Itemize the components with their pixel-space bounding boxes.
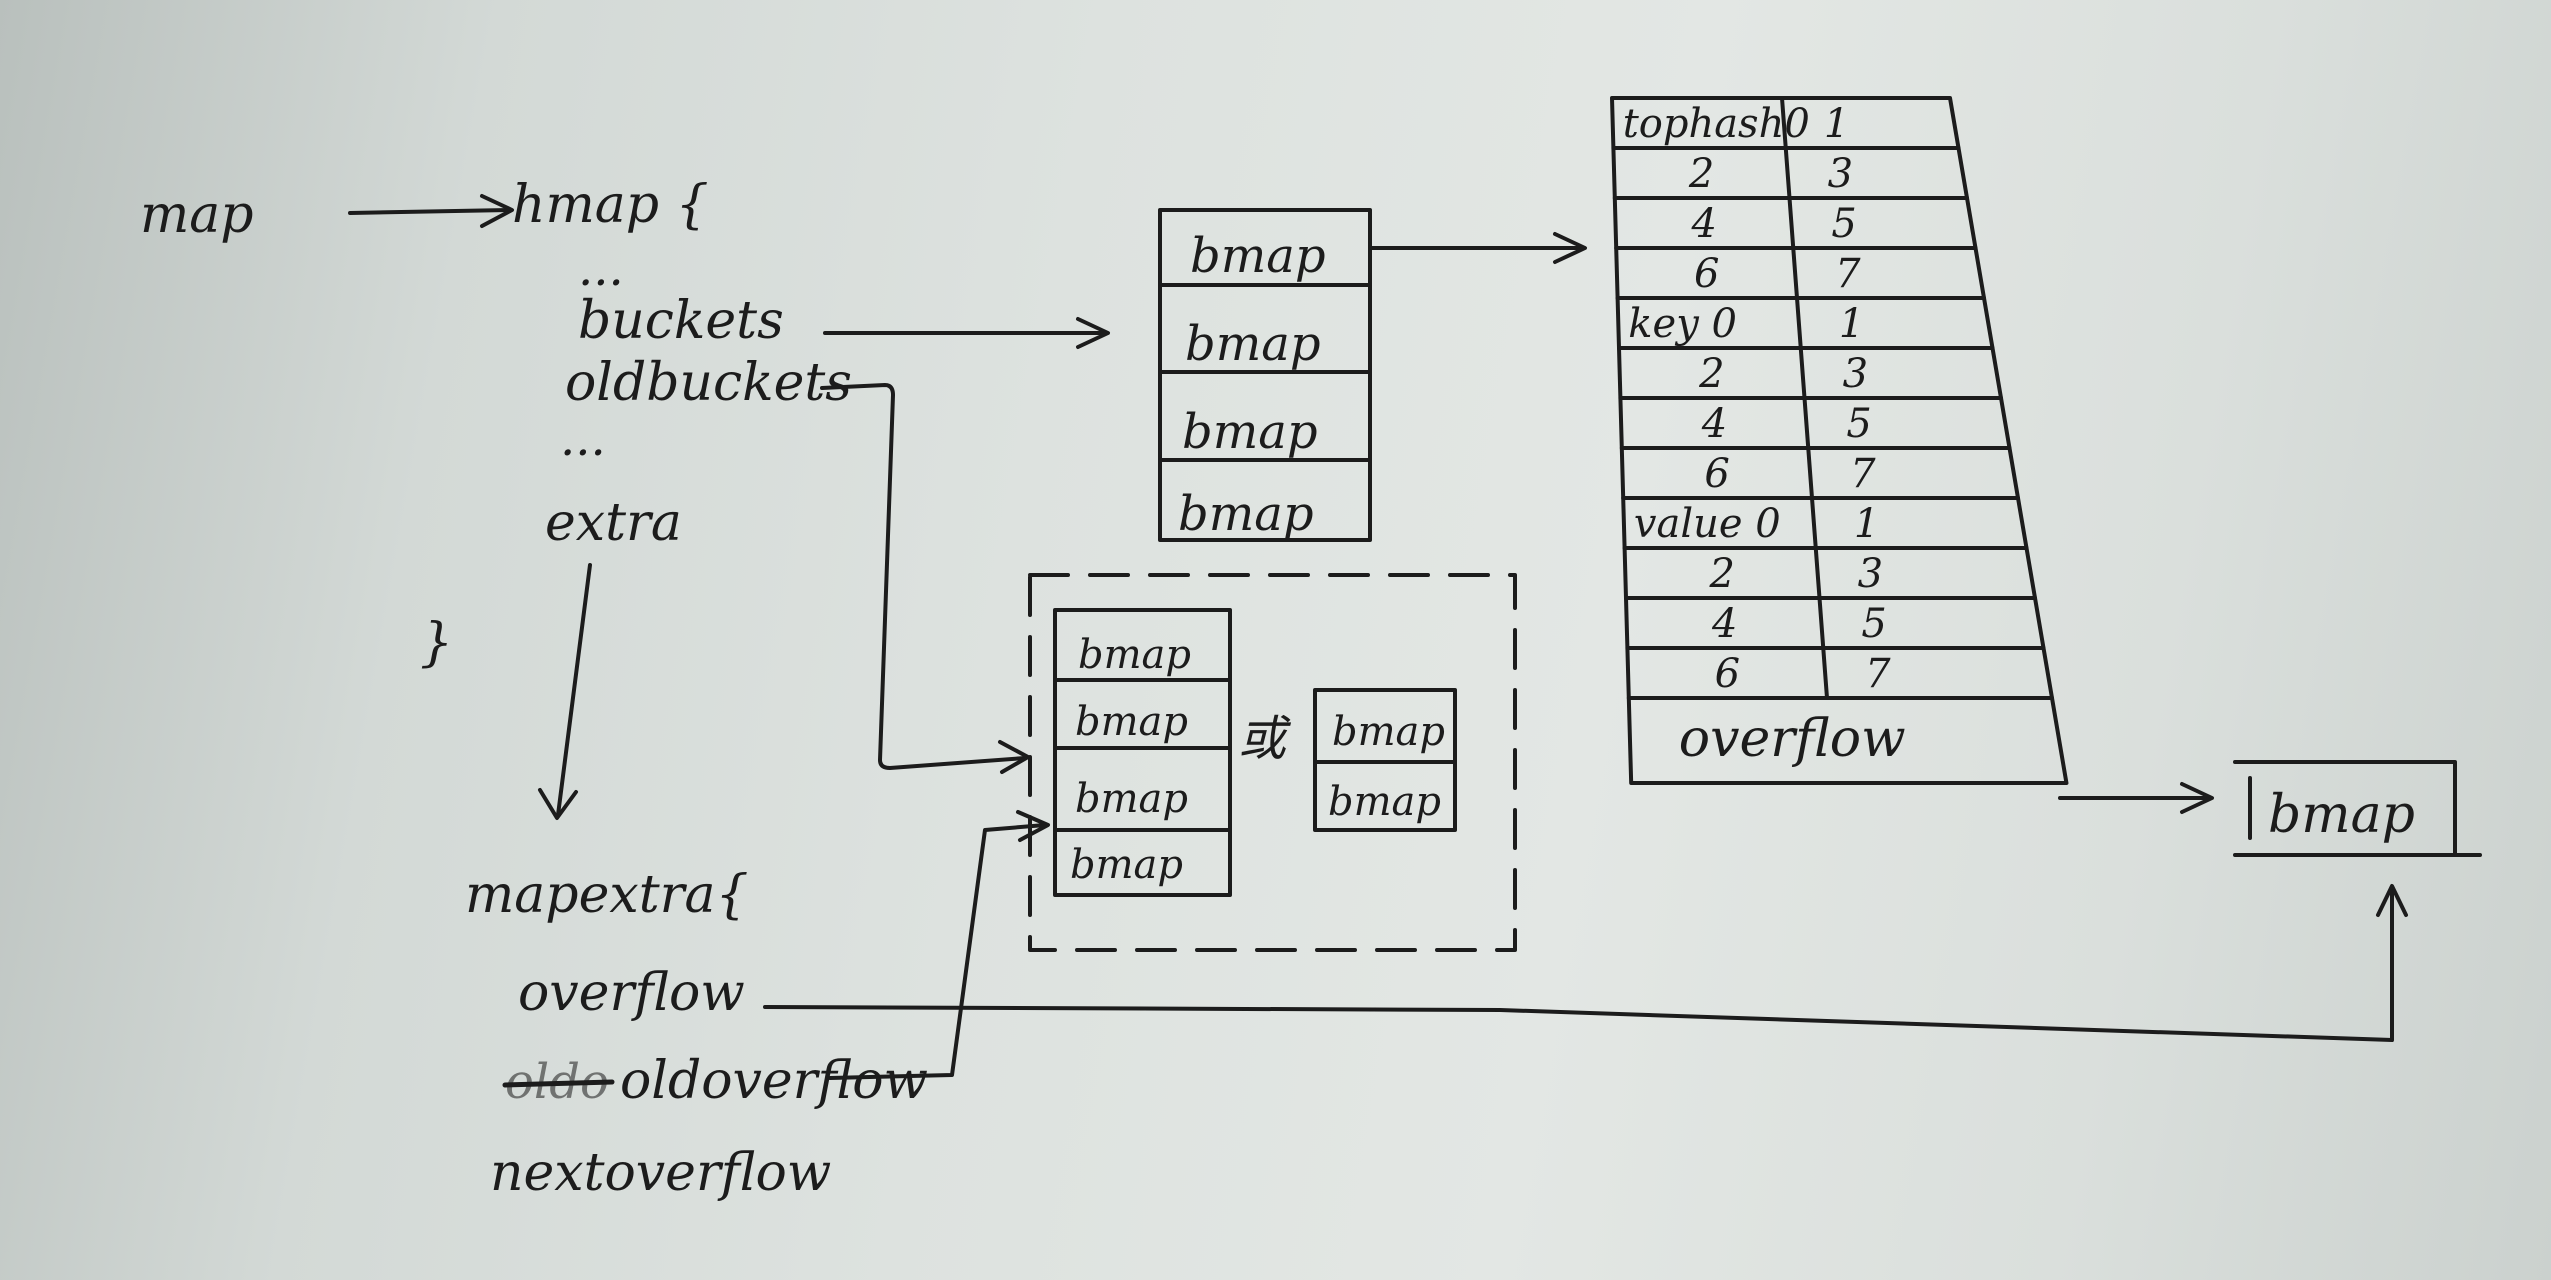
old-bmap-2: bmap — [1075, 699, 1188, 745]
detail-cell-2-right: 5 — [1831, 201, 1856, 247]
detail-cell-3-right: 7 — [1835, 251, 1861, 297]
hmap-ellipsis-top: ... — [578, 241, 624, 297]
detail-cell-9-right: 3 — [1858, 551, 1883, 597]
overflow-target-label: bmap — [2268, 785, 2415, 845]
alt-bmap-1: bmap — [1332, 709, 1445, 755]
detail-cell-5-right: 3 — [1843, 351, 1868, 397]
oldoverflow-arrow — [828, 810, 1050, 1080]
detail-cell-1-right: 3 — [1828, 151, 1853, 197]
extra-arrow — [538, 563, 592, 820]
map-label: map — [140, 185, 254, 245]
detail-cell-10-left: 4 — [1711, 601, 1737, 647]
detail-cell-11-left: 6 — [1715, 651, 1740, 697]
detail-overflow-footer: overflow — [1679, 709, 1906, 769]
detail-cell-7-right: 7 — [1850, 451, 1876, 497]
overflow-to-bmap-long-arrow — [763, 884, 2408, 1042]
struck-text: oldo — [502, 1054, 615, 1110]
buckets-array: bmap bmap bmap bmap — [1158, 208, 1372, 542]
bucket-bmap-1: bmap — [1190, 228, 1326, 284]
detail-cell-2-left: 4 — [1690, 201, 1716, 247]
field-extra: extra — [545, 493, 682, 553]
field-ellipsis: ... — [560, 411, 606, 467]
detail-cell-8-right: 1 — [1854, 501, 1879, 547]
detail-cell-4-right: 1 — [1839, 301, 1864, 347]
detail-cell-1-left: 2 — [1688, 151, 1714, 197]
detail-cell-0-right: 1 — [1824, 101, 1849, 147]
detail-cell-7-left: 6 — [1704, 451, 1729, 497]
detail-cell-3-left: 6 — [1694, 251, 1719, 297]
map-to-hmap-arrow — [348, 194, 514, 228]
oldbuckets-arrow — [820, 383, 1030, 774]
old-bmap-3: bmap — [1075, 776, 1188, 822]
alt-bmap-2: bmap — [1328, 779, 1441, 825]
mapextra-header: mapextra{ — [465, 865, 749, 925]
field-oldbuckets: oldbuckets — [565, 353, 852, 413]
buckets-arrow — [823, 317, 1110, 349]
old-bmap-1: bmap — [1078, 632, 1191, 678]
mapextra-oldoverflow: oldoverflow — [620, 1051, 928, 1111]
detail-cell-11-right: 7 — [1865, 651, 1891, 697]
field-buckets: buckets — [578, 291, 784, 351]
overflow-to-bmap-arrow — [2058, 782, 2214, 814]
bucket-bmap-2: bmap — [1185, 316, 1321, 372]
hmap-header: hmap { — [512, 175, 709, 235]
detail-cell-6-left: 4 — [1701, 401, 1727, 447]
overflow-target-bmap: bmap — [2233, 760, 2482, 857]
bucket-bmap-4: bmap — [1178, 486, 1314, 542]
mapextra-nextoverflow: nextoverflow — [490, 1143, 831, 1203]
detail-cell-5-left: 2 — [1698, 351, 1724, 397]
or-label: 或 — [1238, 711, 1292, 767]
bucket-detail-table: tophash0 1 2 3 4 5 6 7 key 0 1 2 3 4 5 6 7 value 0 1 2 3 4 5 6… — [1610, 96, 2069, 785]
hmap-close-brace: } — [420, 613, 453, 673]
bmap-to-detail-arrow — [1368, 232, 1587, 264]
detail-cell-9-left: 2 — [1708, 551, 1734, 597]
detail-cell-10-right: 5 — [1861, 601, 1886, 647]
old-bmap-4: bmap — [1070, 842, 1183, 888]
bucket-bmap-3: bmap — [1182, 404, 1318, 460]
mapextra-overflow: overflow — [518, 963, 745, 1023]
detail-cell-4-left: key 0 — [1628, 301, 1737, 347]
detail-cell-8-left: value 0 — [1634, 501, 1781, 547]
oldbuckets-group: bmap bmap bmap bmap 或 bmap bmap — [1028, 573, 1517, 952]
detail-cell-6-right: 5 — [1846, 401, 1871, 447]
detail-cell-0-left: tophash0 — [1623, 101, 1810, 147]
